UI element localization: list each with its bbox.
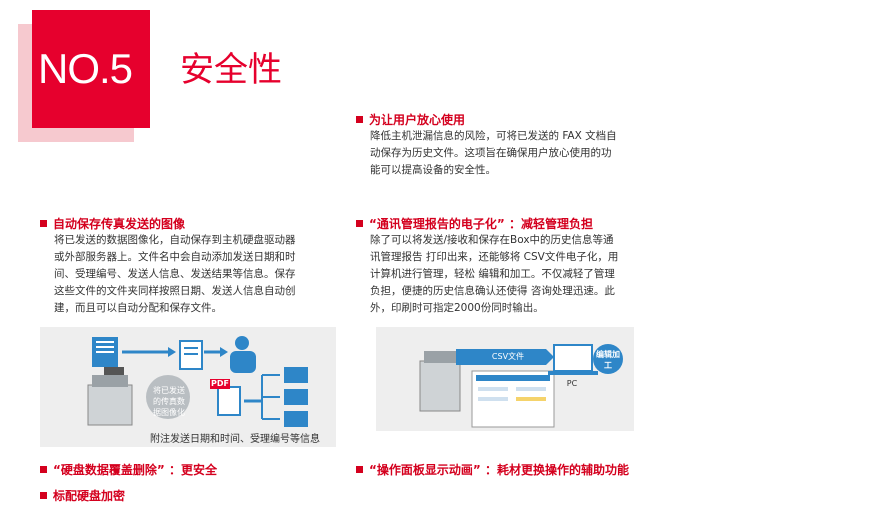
bullet-square-icon [356,466,363,473]
section-heading: “硬盘数据覆盖删除” ：更安全 [53,463,217,477]
body-line: 或外部服务器上。文件名中会自动添加发送日期和时 [54,251,296,263]
section-heading: “操作面板显示动画” ：耗材更换操作的辅助功能 [369,463,629,477]
body-line: 负担，便捷的历史信息确认还使得 咨询处理迅速。此 [370,285,615,297]
printer-icon [87,384,133,426]
section-body: 将已发送的数据图像化，自动保存到主机硬盘驱动器 或外部服务器上。文件名中会自动添… [54,232,340,317]
bubble-label: 将已发送的传真数据图像化 [153,386,185,417]
section-report: “通讯管理报告的电子化” ：减轻管理负担 除了可以将发送/接收和保存在Box中的… [356,216,666,317]
edit-label: 编辑加工 [596,350,620,370]
section-hdd-overwrite: “硬盘数据覆盖删除” ：更安全 [40,462,340,478]
bullet-square-icon [356,220,363,227]
section-heading: 为让用户放心使用 [369,113,466,127]
section-user-safety: 为让用户放心使用 降低主机泄漏信息的风险，可将已发送的 FAX 文档自 动保存为… [356,112,656,179]
body-line: 计算机进行管理，轻松 编辑和加工。不仅减轻了管理 [370,268,615,280]
section-heading: 标配硬盘加密 [53,489,126,503]
section-heading: “通讯管理报告的电子化” ：减轻管理负担 [369,217,593,231]
body-line: 建，而且可以自动分配和保存文件。 [54,302,222,314]
fax-archive-illustration [87,336,308,427]
section-auto-save: 自动保存传真发送的图像 将已发送的数据图像化，自动保存到主机硬盘驱动器 或外部服… [40,216,340,317]
page-title: 安全性 [180,50,282,90]
edit-circle-icon [593,344,623,374]
figure-csv-report: CSV文件 PC 编辑加工 [376,327,634,431]
csv-arrow [456,349,554,365]
figure-fax-archive: 将已发送的传真数据图像化 PDF 附注发送日期和时间、受理编号等信息 [40,327,336,447]
folder-icon [284,389,308,405]
section-body: 降低主机泄漏信息的风险，可将已发送的 FAX 文档自 动保存为历史文件。这项旨在… [370,128,656,179]
section-body: 除了可以将发送/接收和保存在Box中的历史信息等通 讯管理报告 打印出来，还能够… [370,232,666,317]
printer-icon [419,360,461,412]
section-panel-animation: “操作面板显示动画” ：耗材更换操作的辅助功能 [356,462,646,478]
body-line: 这些文件的文件夹同样按照日期、发送人信息自动创 [54,285,296,297]
speech-bubble [146,375,190,419]
pc-icon [553,344,593,372]
bullet-square-icon [356,116,363,123]
pdf-document-icon [217,386,241,416]
body-line: 外，印刷时可指定2000份同时输出。 [370,302,544,314]
body-line: 将已发送的数据图像化，自动保存到主机硬盘驱动器 [54,234,296,246]
folder-icon [284,411,308,427]
section-hdd-encrypt: 标配硬盘加密 [40,488,340,504]
figure-caption: 附注发送日期和时间、受理编号等信息 [150,434,320,445]
body-line: 降低主机泄漏信息的风险，可将已发送的 FAX 文档自 [370,130,617,142]
bullet-square-icon [40,492,47,499]
body-line: 能可以提高设备的安全性。 [370,164,496,176]
body-line: 讯管理报告 打印出来，还能够将 CSV文件电子化，用 [370,251,619,263]
section-number-badge [32,10,150,128]
body-line: 动保存为历史文件。这项旨在确保用户放心使用的功 [370,147,612,159]
bullet-square-icon [40,466,47,473]
body-line: 除了可以将发送/接收和保存在Box中的历史信息等通 [370,234,614,246]
folder-icon [284,367,308,383]
pc-label: PC [566,379,578,388]
csv-report-illustration [419,344,623,428]
user-icon [235,336,249,350]
csv-label: CSV文件 [491,352,525,361]
pdf-label: PDF [211,379,229,388]
body-line: 间、受理编号、发送人信息、发送结果等信息。保存 [54,268,296,280]
badge-label: NO.5 [38,45,133,92]
bullet-square-icon [40,220,47,227]
section-heading: 自动保存传真发送的图像 [53,217,186,231]
